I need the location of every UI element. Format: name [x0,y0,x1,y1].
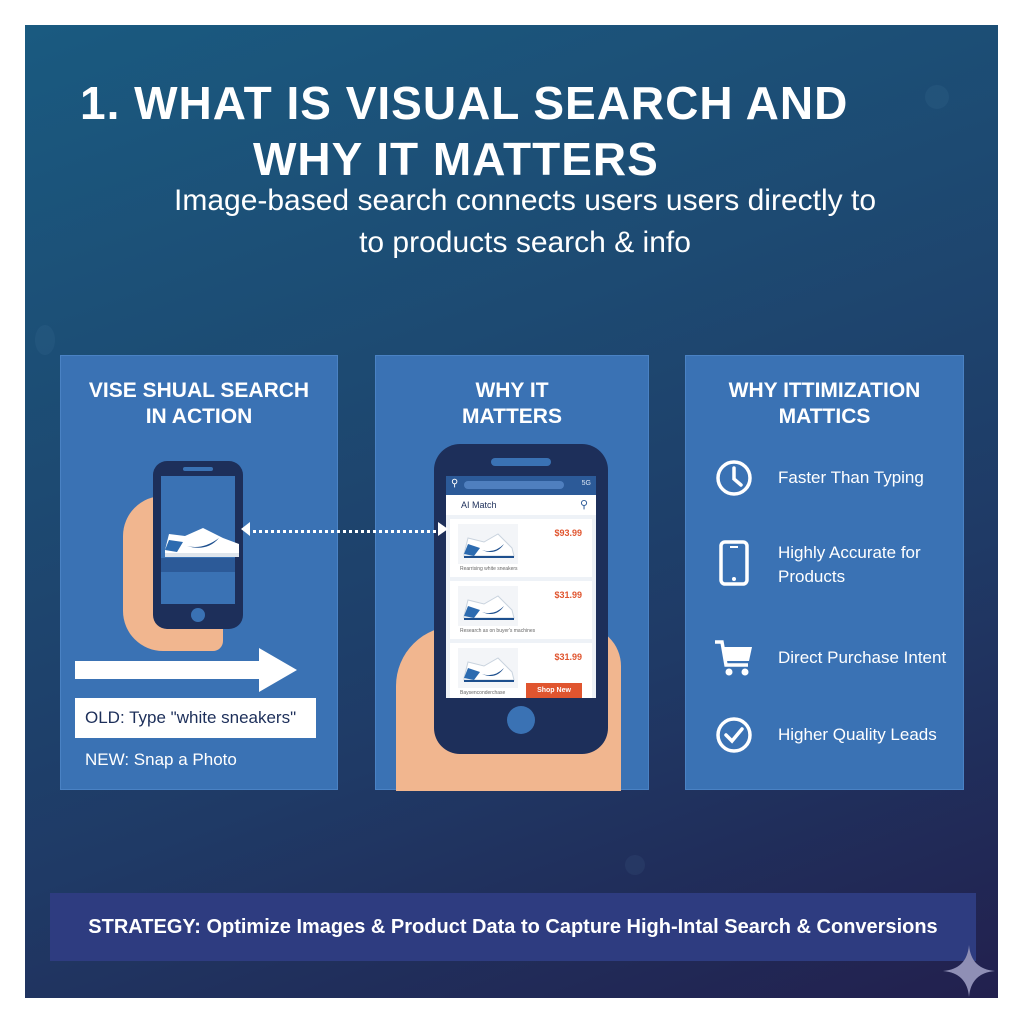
list-item[interactable]: $93.99 Rearrising white sneakers [450,519,592,577]
product-description: Research as on buyer's machines [460,628,536,634]
phone-search-bar: ⚲ 5G [446,476,596,495]
phone-home-button [191,608,205,622]
list-item[interactable]: $31.99 Research as on buyer's machines [450,581,592,639]
card-heading: VISE SHUAL SEARCH IN ACTION [61,378,337,430]
sneaker-icon [165,528,239,557]
card-why-optimization-matters: WHY ITTIMIZATION MATTICS Faster Than Typ… [685,355,964,790]
bokeh-decoration [625,855,645,875]
search-icon[interactable]: ⚲ [579,499,588,511]
cart-icon [714,638,754,678]
feature-label: Direct Purchase Intent [778,648,947,667]
strategy-banner: STRATEGY: Optimize Images & Product Data… [50,893,976,961]
card-heading-line-1: WHY IT [475,379,549,402]
phone-camera-illustration [153,461,243,629]
status-indicator: 5G [581,480,591,487]
product-thumbnail [458,648,518,688]
list-item[interactable]: $31.99 Baysenconderchase Shop New [450,643,592,698]
new-method-label: NEW: Snap a Photo [85,750,237,769]
arrow-right-icon [259,648,297,692]
phone-screen-band [161,558,235,572]
title-line-2: WHY IT MATTERS [253,133,659,185]
sneaker-icon [463,595,515,620]
phone-home-button [507,706,535,734]
card-heading: WHY IT MATTERS [376,378,648,430]
connector-arrow-left-icon [241,522,250,536]
card-heading: WHY ITTIMIZATION MATTICS [686,378,963,430]
bokeh-decoration [35,325,55,355]
search-icon: ⚲ [451,478,459,489]
sneaker-icon [463,533,515,558]
old-method-label: OLD: Type "white sneakers" [75,698,316,738]
dotted-connector [247,530,442,533]
product-price: $93.99 [554,528,582,538]
results-header-label: AI Match [461,500,497,510]
feature-label: Highly Accurate for Products [778,543,921,586]
checkmark-circle-icon [714,715,754,755]
subtitle: Image-based search connects users users … [115,180,935,264]
smartphone-icon [714,540,754,586]
sneaker-icon [463,657,515,682]
bokeh-decoration [925,85,949,109]
product-price: $31.99 [554,652,582,662]
slide-background: 1. WHAT IS VISUAL SEARCH AND WHY IT MATT… [25,25,998,998]
results-header: AI Match ⚲ [446,495,596,515]
phone-screen: ⚲ 5G AI Match ⚲ $93.99 Rearrising white … [446,476,596,698]
card-heading-line-1: VISE SHUAL SEARCH [88,379,310,402]
product-description: Baysenconderchase [460,690,506,696]
phone-speaker [183,467,213,471]
card-visual-search-in-action: VISE SHUAL SEARCH IN ACTION OLD: Type "w… [60,355,338,790]
phone-speaker [491,458,551,466]
connector-arrow-right-icon [438,522,448,536]
title-line-1: 1. WHAT IS VISUAL SEARCH AND [80,77,849,129]
feature-label: Higher Quality Leads [778,725,937,744]
phone-results-illustration: ⚲ 5G AI Match ⚲ $93.99 Rearrising white … [434,444,608,754]
subtitle-line-1: Image-based search connects users users … [174,184,876,217]
phone-screen [161,476,239,604]
card-heading-line-2: MATTERS [462,405,562,428]
shop-now-button[interactable]: Shop New [526,683,582,698]
subtitle-line-2: to products search & info [359,226,691,259]
arrow-shaft [75,661,265,679]
card-heading-line-2: MATTICS [778,405,871,428]
clock-icon [714,458,754,498]
sparkle-icon [943,945,995,997]
search-input[interactable] [464,481,564,489]
card-heading-line-2: IN ACTION [145,405,253,428]
product-description: Rearrising white sneakers [460,566,518,572]
product-thumbnail [458,524,518,564]
feature-label: Faster Than Typing [778,468,924,487]
product-thumbnail [458,586,518,626]
card-why-it-matters: WHY IT MATTERS ⚲ 5G AI Match ⚲ [375,355,649,791]
product-price: $31.99 [554,590,582,600]
card-heading-line-1: WHY ITTIMIZATION [728,379,921,402]
